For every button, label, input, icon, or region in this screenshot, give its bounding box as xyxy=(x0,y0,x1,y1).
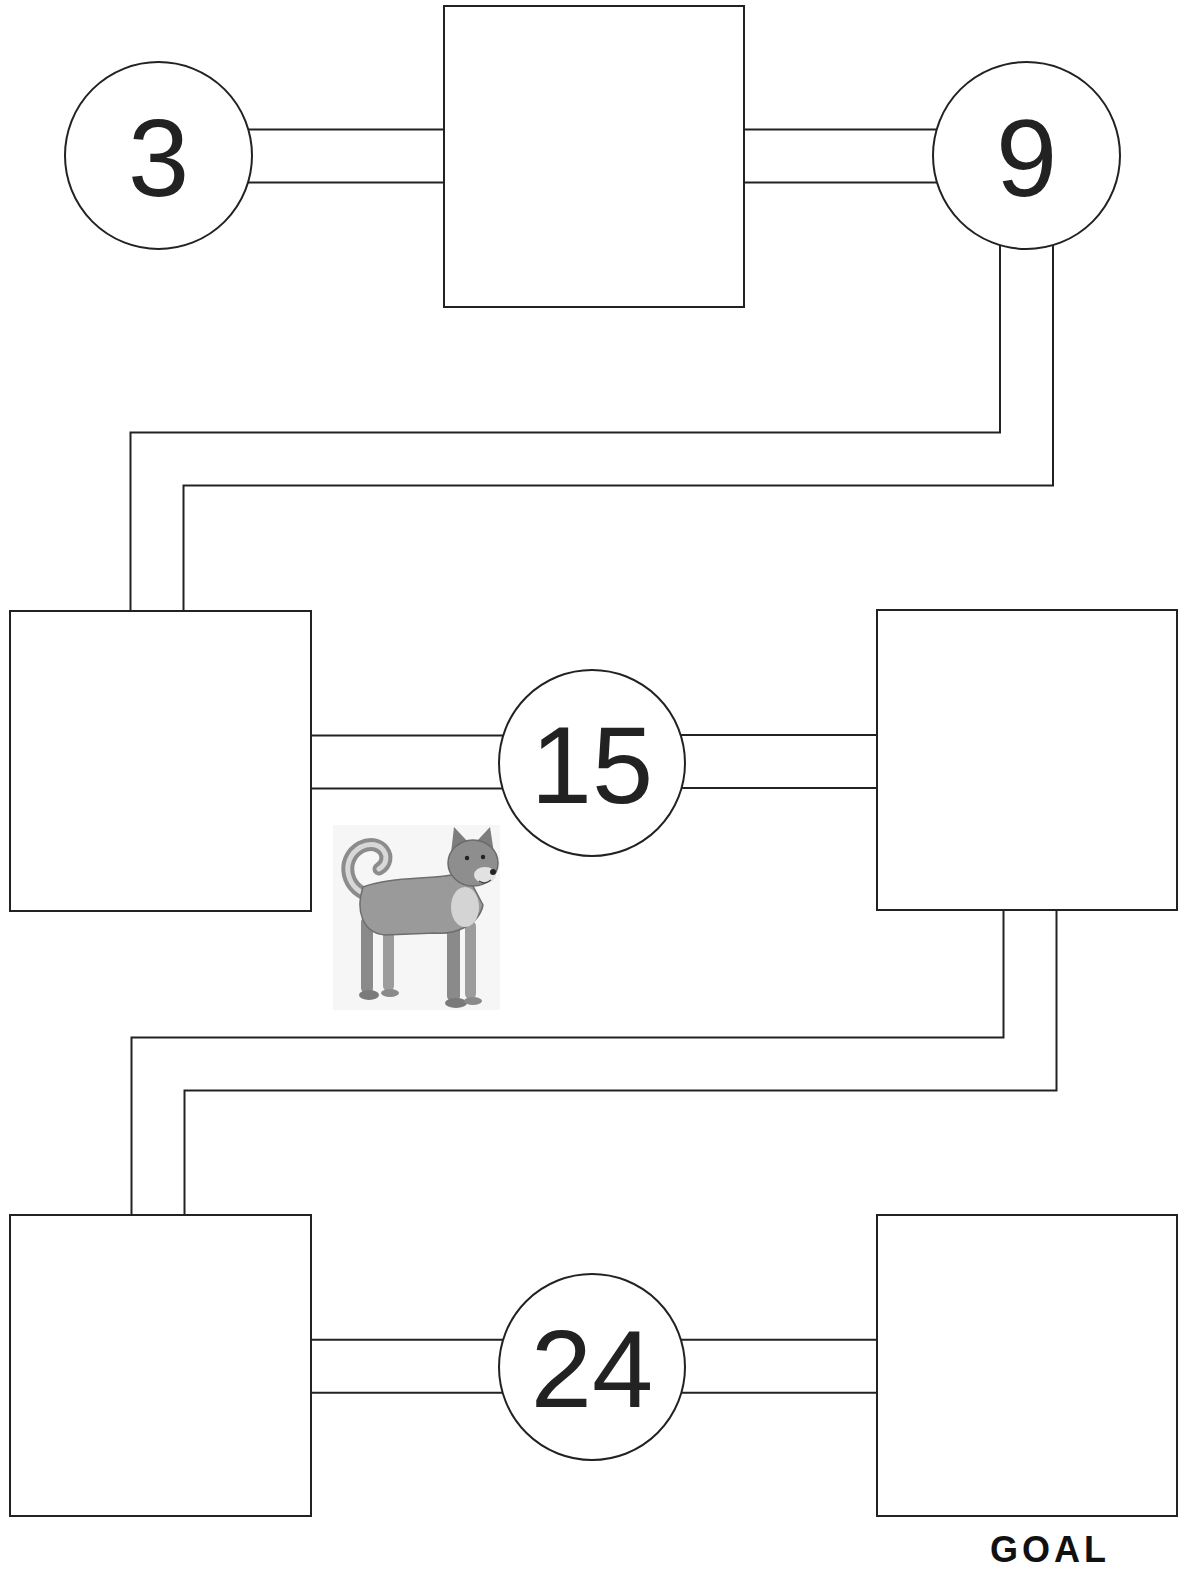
goal-label: GOAL xyxy=(990,1532,1110,1568)
road-edge xyxy=(680,1339,882,1394)
road-connector xyxy=(739,156,938,157)
road-edge xyxy=(247,129,449,184)
road-arrow-line xyxy=(739,155,938,157)
dog-foot xyxy=(464,997,482,1005)
dog-foot xyxy=(381,989,399,997)
dog-eye xyxy=(481,855,485,859)
road-edge xyxy=(680,734,882,789)
dog-chest xyxy=(451,887,479,927)
road-edge xyxy=(306,1339,504,1394)
road-surface xyxy=(680,1341,882,1392)
blank-box xyxy=(9,1214,312,1517)
dog-head xyxy=(448,840,498,886)
illustration-ground xyxy=(333,825,500,1010)
road-surface xyxy=(739,131,938,182)
road-arrow-line xyxy=(680,1365,882,1367)
road-arrow-line xyxy=(158,905,1030,1220)
dog-nose xyxy=(490,869,496,875)
blank-box xyxy=(876,609,1178,911)
number-circle: 24 xyxy=(498,1273,686,1461)
road-connector xyxy=(680,1366,882,1367)
circle-shape xyxy=(499,1274,685,1460)
circle-shape xyxy=(499,670,685,856)
road-arrow-line xyxy=(247,155,449,157)
road-surface xyxy=(306,737,504,788)
circle-shape xyxy=(933,62,1120,249)
road-surface xyxy=(680,736,882,787)
road-connector xyxy=(158,905,1030,1220)
number-label: 3 xyxy=(128,99,189,213)
dog-eye xyxy=(465,856,469,860)
road-connector xyxy=(306,1366,504,1367)
blank-box xyxy=(9,610,312,912)
road-connector xyxy=(680,761,882,762)
dog-illustration xyxy=(333,825,500,1010)
road-arrow-line xyxy=(306,1365,504,1367)
road-connector xyxy=(247,156,449,157)
road-edge xyxy=(306,735,504,790)
road-arrow-line xyxy=(306,761,504,763)
number-circle: 3 xyxy=(64,61,253,250)
blank-box xyxy=(443,5,745,308)
road-connector xyxy=(306,762,504,763)
dog-foot xyxy=(359,990,379,1000)
number-label: 9 xyxy=(996,99,1057,213)
road-arrow-line xyxy=(680,761,882,763)
dog-mouth xyxy=(479,880,491,883)
number-label: 24 xyxy=(531,1310,653,1424)
dog-foot xyxy=(445,998,467,1008)
road-surface xyxy=(247,131,449,182)
goal-box: GOAL xyxy=(876,1214,1178,1517)
number-circle: 9 xyxy=(932,61,1121,250)
number-label: 15 xyxy=(531,706,653,820)
dog-leg xyxy=(465,921,476,999)
road-surface xyxy=(306,1341,504,1392)
road-edge xyxy=(739,129,938,184)
road-surface xyxy=(158,905,1030,1220)
number-circle: 15 xyxy=(498,669,686,857)
road-edge xyxy=(158,905,1030,1220)
circle-shape xyxy=(65,62,252,249)
dog-muzzle xyxy=(474,867,496,883)
